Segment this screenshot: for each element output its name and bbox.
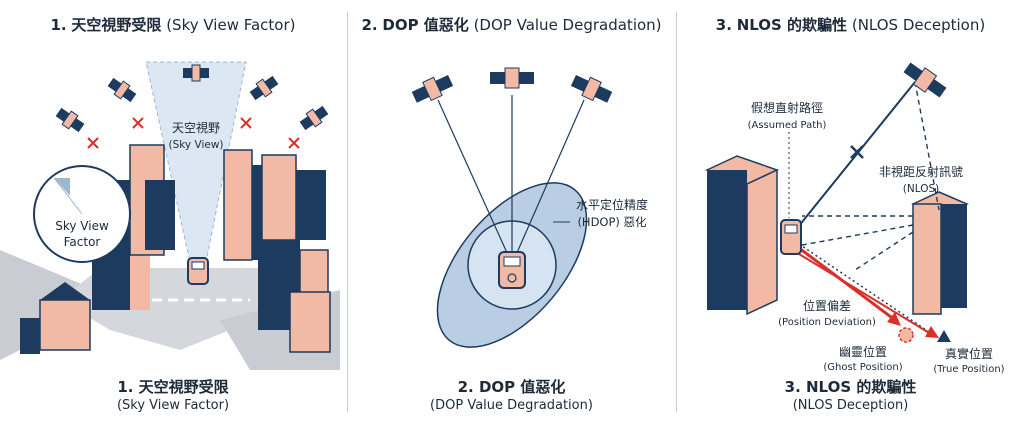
blocked-x-icon [87, 137, 99, 149]
panel-dop-degradation: 2. DOP 值惡化 (DOP Value Degradation) [348, 0, 675, 434]
ghost-position-marker [898, 327, 914, 343]
deviation-label: 位置偏差 [803, 298, 851, 313]
building-right [911, 191, 969, 315]
deviation-label-en: (Position Deviation) [778, 317, 876, 328]
arrowhead [925, 326, 939, 338]
sky-view-label-en: (Sky View) [168, 139, 223, 151]
sky-view-factor-callout: Sky View Factor [33, 165, 131, 263]
svf-label-line1: Sky View [55, 219, 109, 233]
svf-label-line2: Factor [64, 235, 101, 249]
building-right-mid [261, 154, 326, 241]
panel-nlos-deception: 3. NLOS 的欺騙性 (NLOS Deception) [677, 0, 1024, 434]
assumed-path-label: 假想直射路徑 [751, 100, 823, 115]
deviation-arrow [798, 253, 932, 335]
panel-divider [676, 12, 677, 412]
signal-line [515, 99, 585, 256]
satellite-icon [249, 75, 279, 101]
panel-divider [347, 12, 348, 412]
satellite-icon [299, 105, 329, 131]
satellite-icon [107, 77, 137, 103]
panel-3-top-title: 3. NLOS 的欺騙性 (NLOS Deception) [715, 16, 986, 34]
blocked-x-icon [288, 137, 300, 149]
nlos-reflected-line [854, 231, 914, 271]
building-left-mid [129, 144, 175, 256]
gnss-receiver [187, 257, 209, 285]
gnss-receiver [498, 251, 526, 289]
satellite-icon [490, 67, 534, 89]
ghost-position-label: 幽靈位置 [839, 344, 887, 359]
satellite-icon [183, 64, 209, 82]
satellite-icon [411, 75, 454, 103]
urban-canyon-illustration: Sky View Factor 天空視野 (Sky View) [0, 61, 340, 370]
nlos-reflected-line [801, 224, 914, 246]
panel-sky-view-factor: 1. 天空視野受限 (Sky View Factor) [0, 0, 346, 434]
nlos-illustration: 假想直射路徑 (Assumed Path) 非視距反射訊號 (NLOS) 位置偏… [705, 62, 1005, 375]
true-position-label: 真實位置 [945, 346, 993, 361]
dop-illustration: 水平定位精度 (HDOP) 惡化 [411, 67, 648, 348]
hdop-label-line1: 水平定位精度 [576, 197, 648, 212]
ghost-position-label-en: (Ghost Position) [823, 362, 902, 373]
panel-1-bottom-title: 1. 天空視野受限 [117, 378, 229, 396]
panel-3-bottom-subtitle: (NLOS Deception) [792, 398, 909, 413]
blocked-x-icon [850, 145, 864, 159]
true-position-marker [937, 330, 951, 342]
direct-signal-line [793, 81, 916, 233]
gnss-receiver [780, 219, 802, 255]
panel-2-bottom-title: 2. DOP 值惡化 [457, 378, 566, 396]
panel-2-top-title: 2. DOP 值惡化 (DOP Value Degradation) [361, 16, 662, 34]
blocked-x-icon [132, 117, 144, 129]
assumed-path-line [798, 243, 936, 337]
signal-line [437, 99, 509, 256]
nlos-label: 非視距反射訊號 [879, 164, 963, 179]
satellite-icon [903, 62, 947, 98]
sky-view-label: 天空視野 [172, 120, 220, 135]
satellite-icon [570, 75, 613, 103]
panel-1-top-title: 1. 天空視野受限 (Sky View Factor) [50, 16, 296, 34]
panel-2-bottom-subtitle: (DOP Value Degradation) [430, 398, 593, 413]
hdop-label-line2: (HDOP) 惡化 [577, 215, 647, 229]
nlos-incoming-line [914, 81, 940, 211]
building-left [705, 155, 779, 316]
satellite-icon [55, 107, 85, 133]
building-right-front [258, 240, 331, 353]
building-left-small [20, 282, 91, 354]
nlos-label-en: (NLOS) [903, 183, 939, 195]
panel-1-bottom-subtitle: (Sky View Factor) [116, 398, 230, 413]
assumed-path-label-en: (Assumed Path) [748, 120, 827, 131]
arrowhead [887, 312, 901, 326]
true-position-label-en: (True Position) [933, 364, 1004, 375]
blocked-x-icon [240, 117, 252, 129]
panel-3-bottom-title: 3. NLOS 的欺騙性 [784, 378, 917, 396]
